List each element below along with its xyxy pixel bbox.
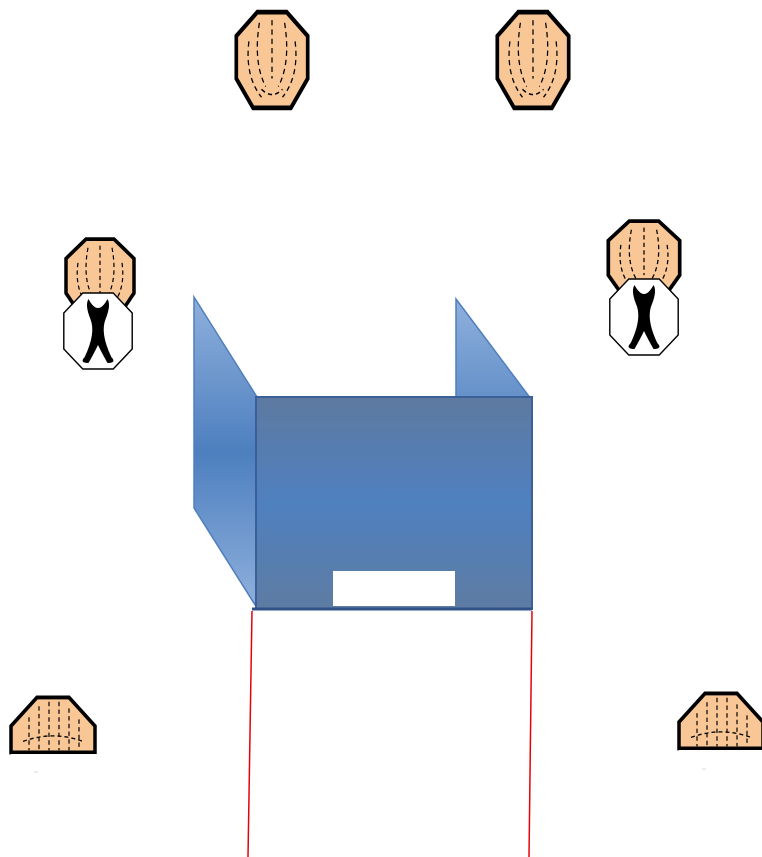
guide-line-right xyxy=(529,611,532,857)
person-bottom-left-body xyxy=(11,754,99,800)
person-mid-left-icon xyxy=(64,239,134,369)
booth-slot xyxy=(333,571,455,606)
person-top-left-icon xyxy=(236,12,307,108)
person-mid-right-icon xyxy=(608,221,679,355)
bowtie-seal-left-icon xyxy=(64,293,132,369)
person-bottom-right-icon xyxy=(679,693,762,748)
booth-left-panel xyxy=(194,297,257,608)
person-top-right-icon xyxy=(497,12,568,108)
bowtie-seal-right-icon xyxy=(610,279,678,355)
person-bottom-left-icon xyxy=(11,697,95,752)
person-bottom-right-body xyxy=(679,750,762,796)
guide-line-left xyxy=(248,611,252,857)
